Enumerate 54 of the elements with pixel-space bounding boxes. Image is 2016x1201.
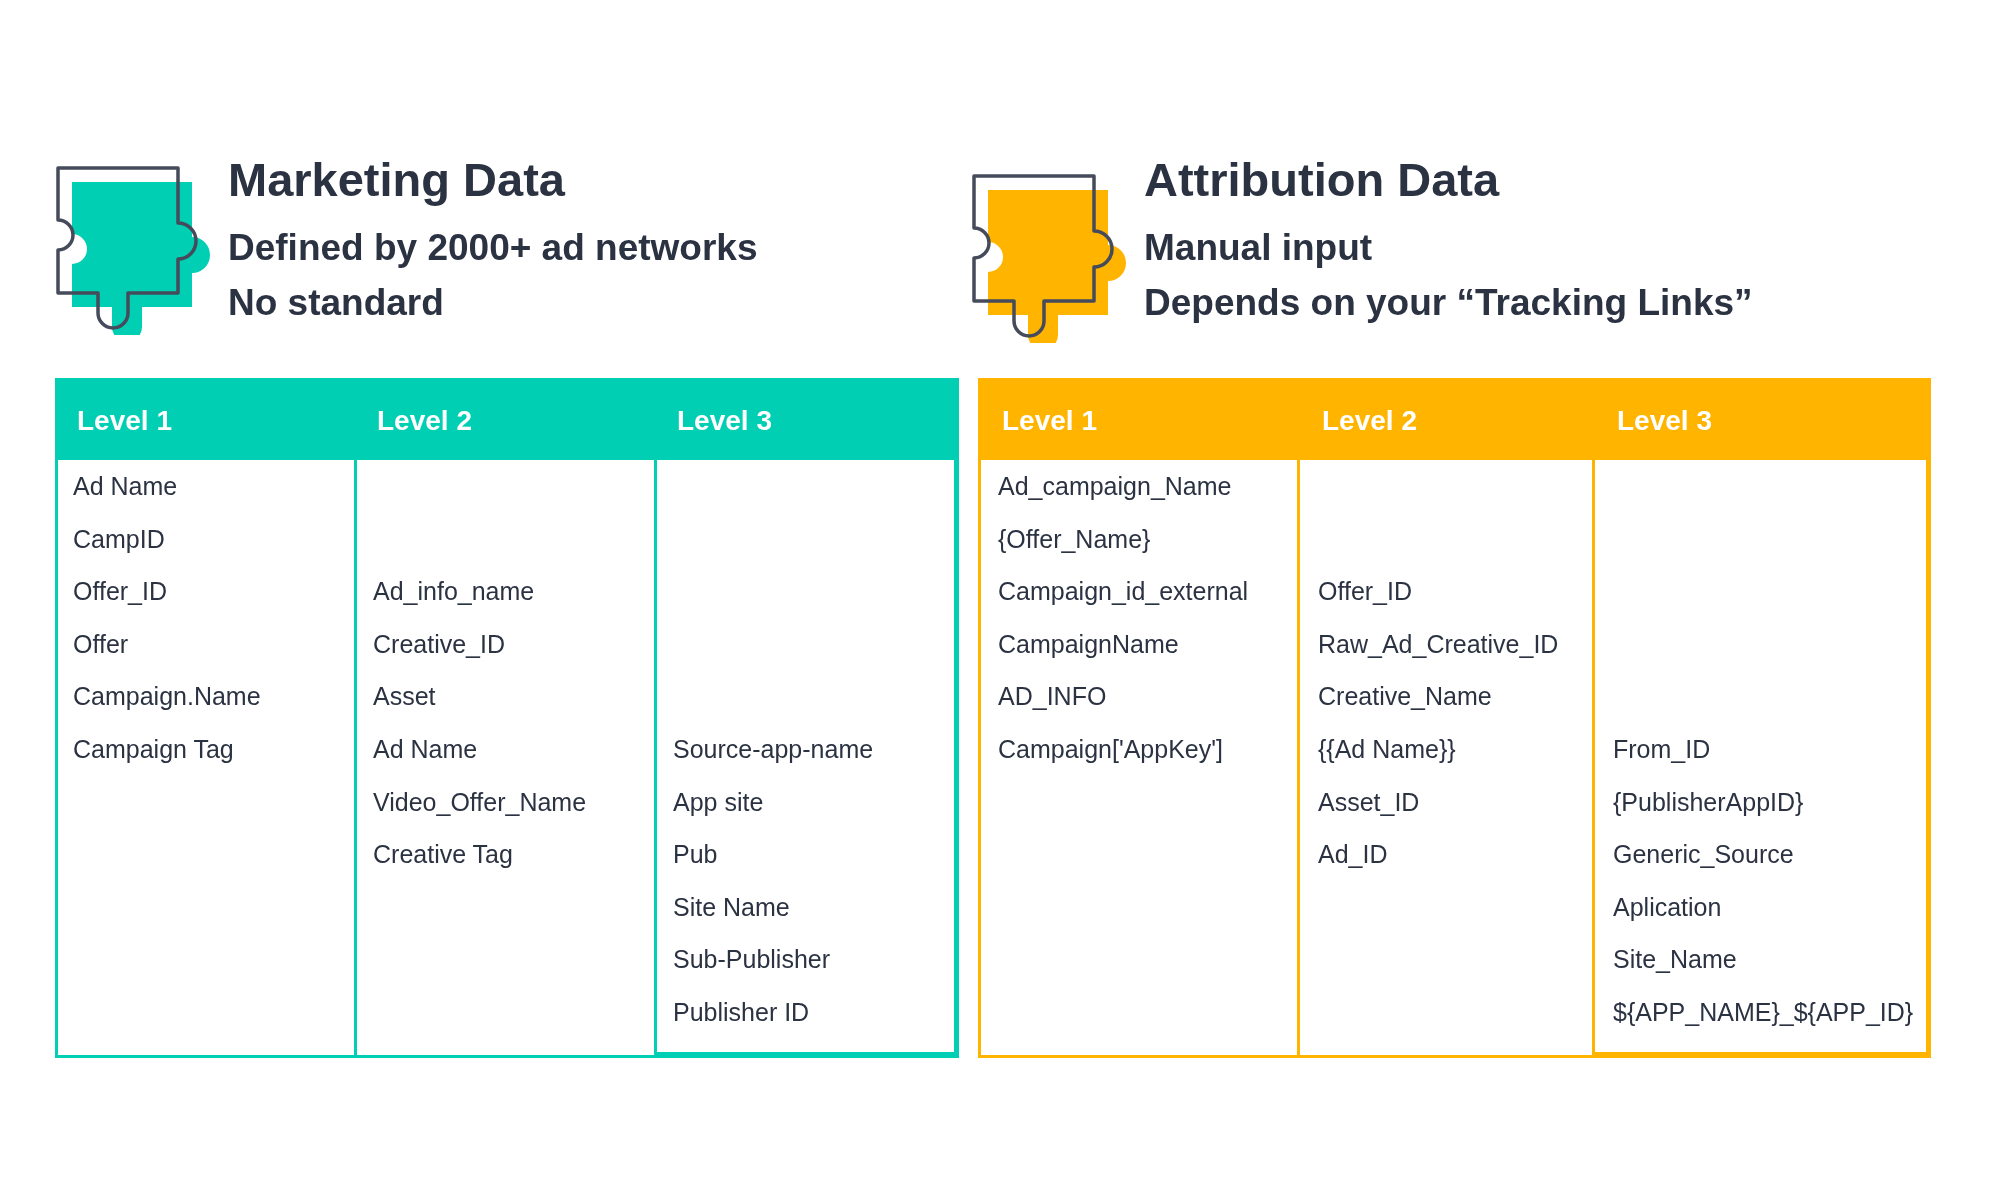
table-column: [357, 381, 657, 1055]
table-cell-text: Creative Tag: [373, 839, 513, 870]
table-cell-text: Campaign_id_external: [998, 576, 1249, 607]
table-cell-text: Offer_ID: [1318, 576, 1413, 607]
table-cell-text: CampaignName: [998, 628, 1179, 659]
table-cell-text: Ad_ID: [1318, 839, 1388, 870]
table-cell-text: Raw_Ad_Creative_ID: [1318, 628, 1559, 659]
table-column: [1595, 381, 1929, 1055]
section-subtitle: Defined by 2000+ ad networks: [228, 226, 758, 270]
table-cell-text: {PublisherAppID}: [1613, 786, 1804, 817]
table-column: [1300, 381, 1595, 1055]
table-cell-text: Offer: [73, 628, 129, 659]
table-cell-text: Creative_ID: [373, 628, 505, 659]
table-cell-text: CampID: [73, 523, 165, 554]
section-title: Marketing Data: [228, 152, 565, 208]
table-cell-text: Aplication: [1613, 891, 1722, 922]
table-column: [657, 381, 957, 1055]
column-header: Level 2: [357, 381, 657, 460]
table-cell-text: Ad_campaign_Name: [998, 471, 1232, 501]
column-header: Level 1: [980, 381, 1300, 460]
table-cell-text: Offer_ID: [73, 576, 168, 607]
section-subtitle: No standard: [228, 281, 444, 325]
column-header: Level 3: [657, 381, 954, 460]
table-cell-text: Ad_info_name: [373, 576, 535, 607]
table-cell-text: Campaign['AppKey']: [998, 734, 1223, 764]
table-cell-text: App site: [673, 786, 764, 817]
table-column: [980, 381, 1300, 1055]
table-cell-text: AD_INFO: [998, 681, 1107, 712]
table-cell-text: {Offer_Name}: [998, 523, 1151, 554]
table-cell-text: From_ID: [1613, 734, 1711, 764]
table-cell-text: Asset: [373, 681, 436, 712]
section-title: Attribution Data: [1144, 152, 1500, 208]
table-cell-text: Video_Offer_Name: [373, 786, 587, 817]
table-cell-text: Ad Name: [373, 734, 478, 764]
table-cell-text: Site_Name: [1613, 944, 1737, 975]
section-subtitle: Manual input: [1144, 226, 1373, 270]
column-header: Level 1: [57, 381, 357, 460]
table-cell-text: Site Name: [673, 891, 790, 922]
table-cell-text: Pub: [673, 839, 718, 870]
column-header: Level 2: [1300, 381, 1595, 460]
table-cell-text: Ad Name: [73, 471, 178, 501]
section-subtitle: Depends on your “Tracking Links”: [1144, 281, 1753, 325]
table-cell-text: Generic_Source: [1613, 839, 1794, 870]
table-cell-text: Campaign Tag: [73, 734, 234, 764]
table-cell-text: Publisher ID: [673, 997, 810, 1027]
column-header: Level 3: [1595, 381, 1926, 460]
table-cell-text: ${APP_NAME}_${APP_ID}: [1613, 997, 1914, 1027]
table-cell-text: Creative_Name: [1318, 681, 1492, 712]
table-cell-text: Asset_ID: [1318, 786, 1420, 817]
table-column: [57, 381, 357, 1055]
table-cell-text: Campaign.Name: [73, 681, 261, 712]
table-cell-text: Sub-Publisher: [673, 944, 831, 975]
table-cell-text: {{Ad Name}}: [1318, 734, 1456, 764]
table-cell-text: Source-app-name: [673, 734, 874, 764]
